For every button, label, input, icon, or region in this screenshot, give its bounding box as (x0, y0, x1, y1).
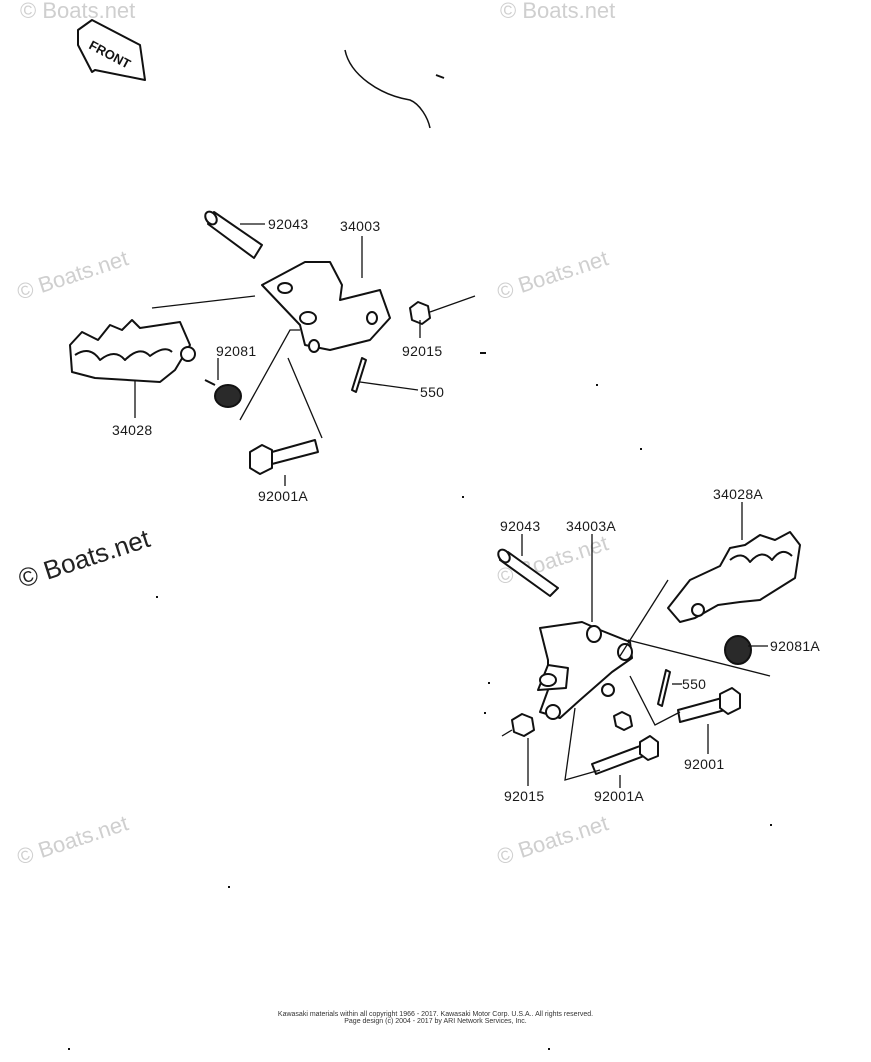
bracket-34003 (261, 261, 391, 353)
pin-92043 (204, 210, 263, 259)
footpeg-34028 (69, 319, 196, 383)
part-label-34028A: 34028A (713, 486, 763, 502)
part-label-92015: 92015 (402, 343, 442, 359)
part-label-92015-right: 92015 (504, 788, 544, 804)
footpeg-34028A (667, 531, 801, 623)
part-label-92081A: 92081A (770, 638, 820, 654)
right-footpeg-assembly: 34028A 92043 34003A 92081A 550 92001 920… (497, 486, 820, 804)
watermark: © Boats.net (500, 0, 615, 23)
copyright-line: Kawasaki materials within all copyright … (277, 1011, 594, 1018)
scan-dots (68, 352, 772, 1050)
page-design-line: Page design (c) 2004 - 2017 by ARI Netwo… (344, 1018, 527, 1025)
bolt-92001 (677, 687, 741, 723)
leader-lines (134, 223, 476, 486)
copyright-footer: Kawasaki materials within all copyright … (0, 1011, 871, 1025)
watermark: © Boats.net (494, 245, 611, 304)
scan-mark (435, 74, 445, 79)
left-footpeg-assembly: 92043 34003 92015 550 92081 34028 92001A (69, 210, 476, 504)
cotter-pin-550-right (657, 669, 671, 707)
part-label-34003A: 34003A (566, 518, 616, 534)
part-label-92043-right: 92043 (500, 518, 540, 534)
part-label-34003: 34003 (340, 218, 380, 234)
watermarks: © Boats.net © Boats.net © Boats.net © Bo… (14, 0, 615, 870)
part-label-92001A-right: 92001A (594, 788, 644, 804)
cotter-pin-550 (351, 357, 367, 393)
spring-92081 (204, 379, 242, 408)
watermark: © Boats.net (494, 810, 611, 869)
watermark: © Boats.net (14, 810, 131, 869)
spring-92081A (724, 635, 752, 665)
bracket-34003A (537, 621, 633, 720)
watermark: © Boats.net (14, 245, 131, 304)
bolt-92001A (249, 439, 319, 475)
watermark: © Boats.net (20, 0, 135, 23)
watermark: © Boats.net (15, 523, 155, 594)
pin-92043-right (497, 548, 559, 597)
nut-92015-right (511, 711, 633, 737)
part-label-92001A: 92001A (258, 488, 308, 504)
part-label-92081: 92081 (216, 343, 256, 359)
part-label-550: 550 (420, 384, 444, 400)
part-label-34028: 34028 (112, 422, 152, 438)
part-label-92043: 92043 (268, 216, 308, 232)
leader-lines-right (501, 502, 771, 788)
nut-92015 (409, 301, 431, 325)
bolt-92001A-right (591, 735, 659, 775)
scan-mark (344, 49, 431, 129)
part-label-550-right: 550 (682, 676, 706, 692)
front-arrow-icon: FRONT (77, 19, 146, 81)
part-label-92001: 92001 (684, 756, 724, 772)
